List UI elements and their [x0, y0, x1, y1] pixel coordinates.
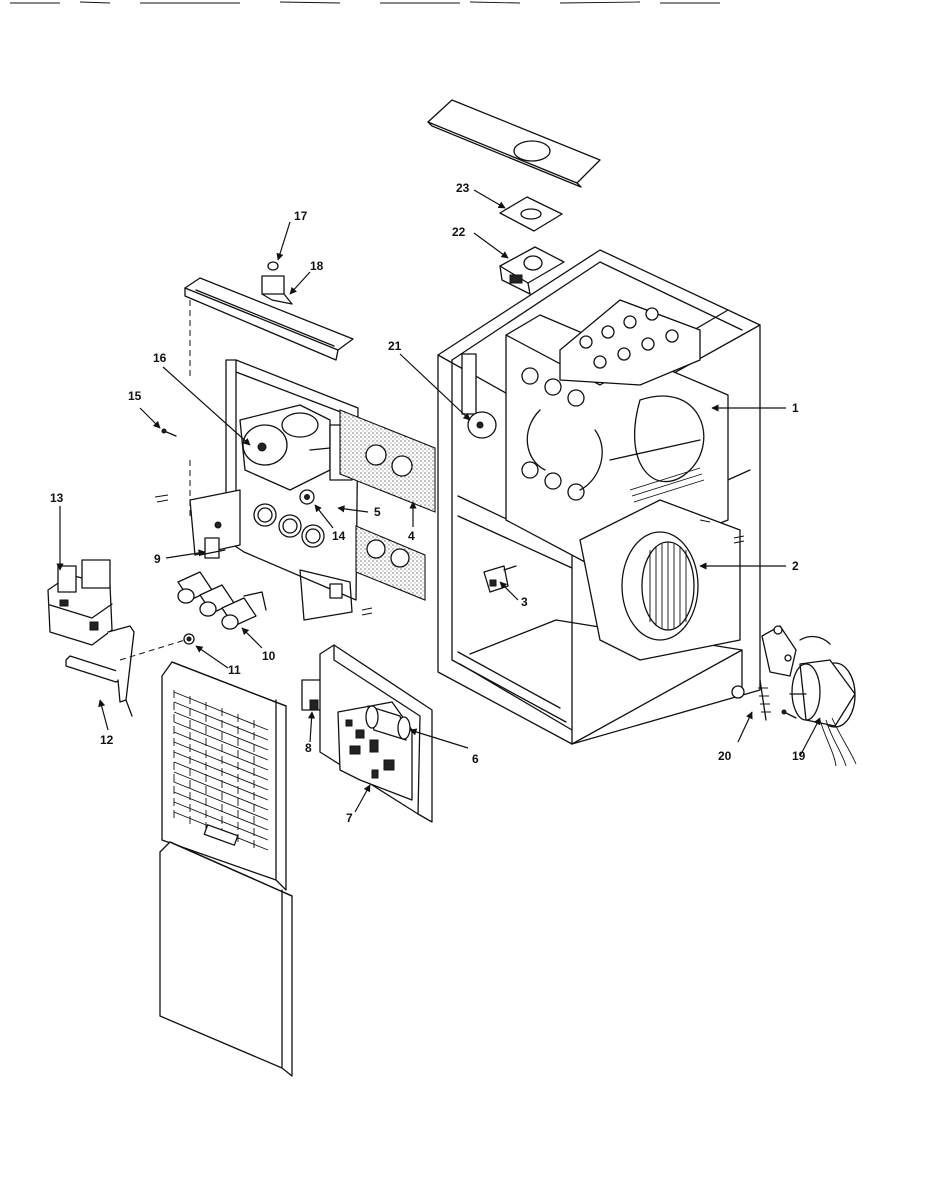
- part-15-screw: [161, 428, 177, 437]
- part-17-cap: [267, 261, 279, 271]
- lower-access-door: [159, 841, 293, 1077]
- upper-access-door: [161, 661, 287, 891]
- callout-18: 18: [310, 259, 324, 273]
- part-13-gas-valve: [47, 559, 113, 646]
- motor-mount-bracket: [761, 625, 831, 677]
- part-23-gasket: [499, 196, 563, 232]
- callout-1: 1: [792, 401, 799, 415]
- callout-13: 13: [50, 491, 64, 505]
- leader-lines: [56, 189, 821, 813]
- top-scan-artifact: [10, 1, 720, 4]
- part-6-capacitor: [365, 705, 411, 741]
- callout-labels: 1 2 3 4 5 6 7 8 9 10 11 12 13 14 15 16 1…: [50, 181, 806, 825]
- callout-7: 7: [346, 811, 353, 825]
- callout-5: 5: [374, 505, 381, 519]
- blower-wheel-fins: [649, 542, 687, 630]
- callout-11: 11: [228, 663, 241, 677]
- part-18-control-cover: [184, 275, 354, 361]
- callout-9: 9: [154, 552, 161, 566]
- part-4-gasket-lower: [355, 525, 426, 601]
- callout-4: 4: [408, 529, 415, 543]
- part-4-gasket-upper: [339, 409, 436, 513]
- loose-screws: [154, 494, 745, 616]
- callout-12: 12: [100, 733, 114, 747]
- callout-17: 17: [294, 209, 308, 223]
- part-14-pressure-switch: [299, 489, 315, 505]
- callout-19: 19: [792, 749, 806, 763]
- part-20-mount-hardware: [731, 679, 797, 721]
- part-11-orifice: [119, 633, 195, 661]
- part-7-control-board: [319, 644, 433, 823]
- callout-21: 21: [388, 339, 402, 353]
- callout-6: 6: [472, 752, 479, 766]
- part-2-blower-housing: [579, 499, 741, 661]
- callout-20: 20: [718, 749, 732, 763]
- door-louvers: [173, 690, 269, 851]
- top-cover-panel: [427, 99, 601, 188]
- callout-16: 16: [153, 351, 167, 365]
- callout-23: 23: [456, 181, 470, 195]
- part-19-blower-motor: [789, 659, 857, 767]
- callout-3: 3: [521, 595, 528, 609]
- callout-8: 8: [305, 741, 312, 755]
- callout-2: 2: [792, 559, 799, 573]
- callout-22: 22: [452, 225, 466, 239]
- callout-14: 14: [332, 529, 346, 543]
- burner-bracket: [189, 489, 353, 621]
- part-21-rollout-switch: [461, 353, 497, 439]
- part-22-vent-assembly: [499, 246, 565, 295]
- part-12-gas-manifold: [65, 625, 135, 717]
- callout-10: 10: [262, 649, 276, 663]
- part-10-burners: [177, 571, 267, 630]
- callout-15: 15: [128, 389, 142, 403]
